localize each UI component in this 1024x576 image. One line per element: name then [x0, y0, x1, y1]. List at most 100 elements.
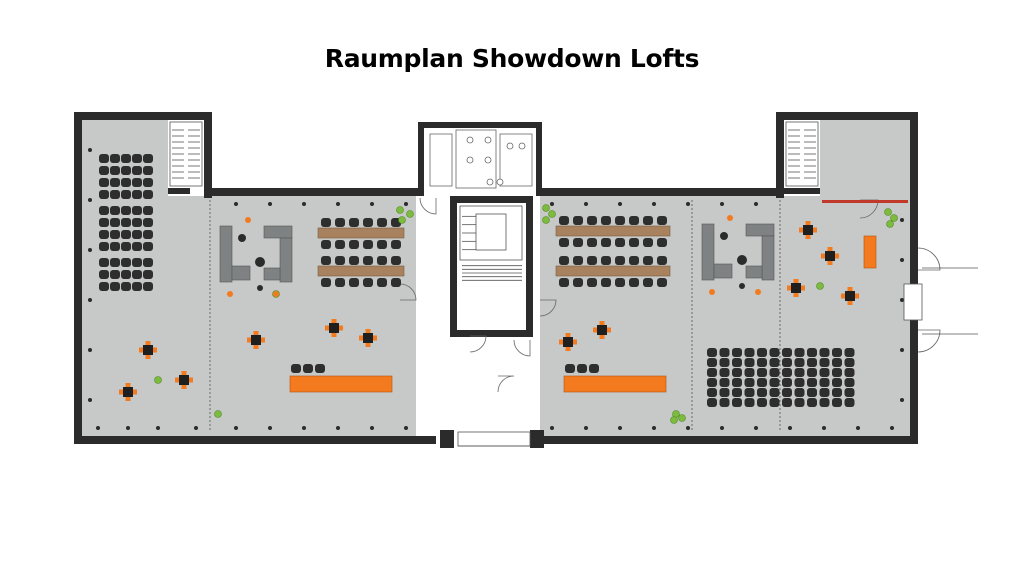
chair-icon	[110, 282, 120, 291]
chair-icon	[132, 206, 142, 215]
conference-table	[317, 265, 405, 277]
chair-icon	[99, 258, 109, 267]
chair-icon	[769, 358, 780, 367]
bistro-stool	[181, 385, 187, 389]
chair-icon	[732, 378, 742, 387]
chair-icon	[110, 218, 120, 227]
chair-icon	[121, 166, 131, 175]
chair-icon	[719, 378, 730, 387]
chair-icon	[757, 388, 767, 397]
chair-icon	[132, 230, 142, 239]
chair-icon	[769, 348, 780, 357]
bistro-stool	[805, 235, 811, 239]
chair-icon	[377, 256, 387, 265]
bistro-table	[825, 251, 835, 261]
chair-icon	[121, 242, 131, 251]
chair-group	[99, 154, 855, 407]
sofa-icon	[713, 263, 733, 279]
bistro-table	[251, 335, 261, 345]
chair-icon	[807, 368, 817, 377]
chair-icon	[629, 256, 639, 265]
chair-icon	[110, 178, 120, 187]
chair-icon	[143, 218, 153, 227]
chair-icon	[744, 348, 755, 357]
bistro-stool	[125, 383, 131, 387]
column	[88, 248, 92, 252]
stool	[755, 289, 761, 295]
chair-icon	[132, 190, 142, 199]
column	[88, 398, 92, 402]
bistro-stool	[793, 293, 799, 297]
column	[88, 348, 92, 352]
column	[336, 202, 340, 206]
chair-icon	[769, 388, 780, 397]
chair-icon	[782, 398, 792, 407]
wall-right-bottom	[540, 436, 918, 444]
bistro-stool	[607, 327, 611, 333]
column	[194, 426, 198, 430]
chair-icon	[132, 218, 142, 227]
bistro-stool	[799, 227, 803, 233]
column	[720, 202, 724, 206]
wall-left-bottom	[74, 436, 436, 444]
plant-icon	[398, 216, 406, 224]
bistro-stool	[821, 253, 825, 259]
orange-counter	[863, 235, 877, 269]
chair-icon	[349, 240, 359, 249]
chair-icon	[363, 256, 373, 265]
column	[584, 202, 588, 206]
chair-icon	[121, 282, 131, 291]
sofa-icon	[761, 235, 775, 281]
wall-core-bottom	[450, 330, 533, 337]
chair-icon	[335, 256, 345, 265]
column	[88, 198, 92, 202]
bistro-table	[791, 283, 801, 293]
wall-wc-right	[536, 122, 542, 196]
chair-icon	[757, 358, 767, 367]
chair-icon	[143, 242, 153, 251]
plant-icon	[396, 206, 404, 214]
chair-icon	[629, 216, 639, 225]
column	[720, 426, 724, 430]
chair-icon	[782, 358, 792, 367]
bistro-stool	[813, 227, 817, 233]
plant-icon	[884, 208, 892, 216]
bistro-table	[329, 323, 339, 333]
partitions	[209, 200, 781, 432]
chair-icon	[832, 348, 842, 357]
chair-icon	[577, 364, 587, 373]
chair-icon	[99, 178, 109, 187]
bistro-stool	[565, 333, 571, 337]
chair-icon	[732, 398, 742, 407]
bistro-stool	[599, 321, 605, 325]
bistro-table	[123, 387, 133, 397]
chair-icon	[757, 378, 767, 387]
bistro-stool	[365, 343, 371, 347]
orange-counters	[289, 235, 877, 393]
chair-icon	[707, 398, 717, 407]
column	[788, 426, 792, 430]
chair-icon	[629, 278, 639, 287]
wall-right-stair-bottom	[782, 188, 820, 194]
stool	[227, 291, 233, 297]
chair-icon	[587, 256, 597, 265]
wall-core-top	[450, 196, 533, 203]
bistro-table	[363, 333, 373, 343]
chair-icon	[757, 398, 767, 407]
plant-icon	[154, 376, 162, 384]
red-wall-strip	[822, 200, 908, 203]
conference-table	[317, 227, 405, 239]
chair-icon	[99, 206, 109, 215]
chair-icon	[559, 278, 569, 287]
chair-icon	[110, 166, 120, 175]
chair-icon	[132, 154, 142, 163]
bistro-stool	[181, 371, 187, 375]
chair-icon	[719, 348, 730, 357]
chair-icon	[819, 368, 830, 377]
plant-icon	[816, 282, 824, 290]
chair-icon	[377, 278, 387, 287]
chair-icon	[615, 256, 625, 265]
bistro-table	[597, 325, 607, 335]
bistro-stool	[359, 335, 363, 341]
bistro-stool	[175, 377, 179, 383]
